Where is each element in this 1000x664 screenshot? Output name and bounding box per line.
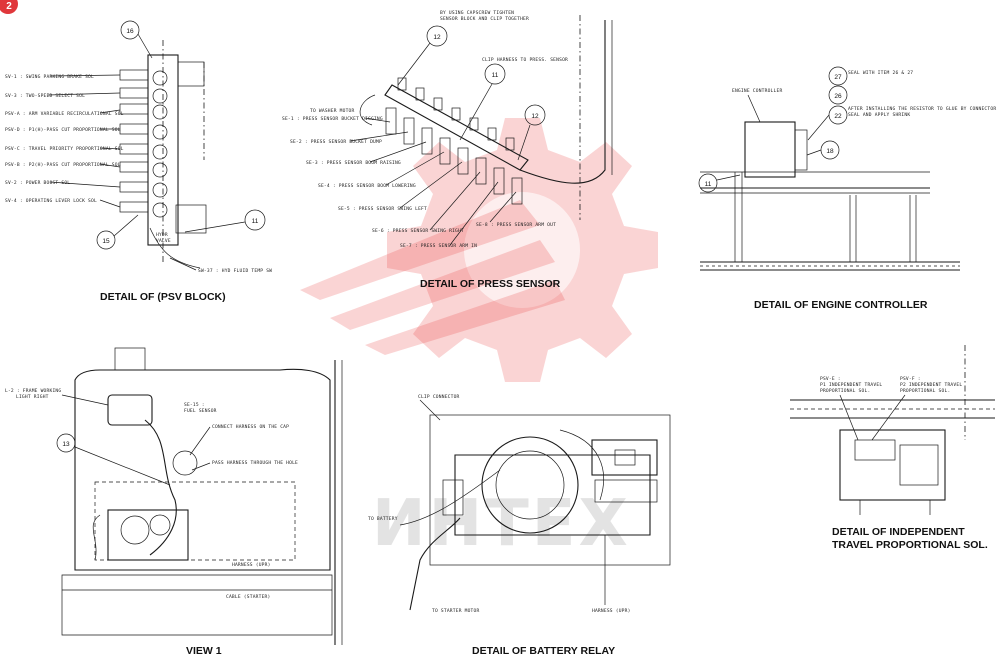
indep-psv-f-label-1: PSV-F :	[900, 376, 921, 382]
engine-after-label-1: AFTER INSTALLING THE RESISTOR TO GLUE BY…	[848, 106, 996, 112]
indep-psv-e-label-3: PROPORTIONAL SOL.	[820, 388, 870, 394]
callout-12: 12	[531, 113, 539, 120]
psv-label: SV-3 : TWO-SPEED SELECT SOL	[5, 93, 85, 99]
callout-16: 16	[126, 28, 134, 35]
engine-controller-label: ENGINE CONTROLLER	[732, 88, 782, 94]
indep-psv-f-label-3: PROPORTIONAL SOL.	[900, 388, 950, 394]
caption-indep-travel-1: DETAIL OF INDEPENDENT	[832, 526, 965, 538]
engine-after-label-2: SEAL AND APPLY SHRINK	[848, 112, 910, 118]
psv-label: PSV-D : P1(H)-PASS CUT PROPORTIONAL SOL	[5, 127, 121, 133]
view1-pass-label: PASS HARNESS THROUGH THE HOLE	[212, 460, 298, 466]
press-label: SE-3 : PRESS SENSOR BOOM RAISING	[306, 160, 401, 166]
battery-to-battery-label: TO BATTERY	[368, 516, 398, 522]
psv-label: SV-2 : POWER BOOST SOL	[5, 180, 70, 186]
psv-label: PSV-B : P2(H)-PASS CUT PROPORTIONAL SOL	[5, 162, 121, 168]
callout-13: 13	[62, 441, 70, 448]
indep-psv-f-label-2: P2 INDEPENDENT TRAVEL	[900, 382, 962, 388]
watermark-text: ИНТЕХ	[372, 487, 631, 561]
press-label: SE-5 : PRESS SENSOR SWING LEFT	[338, 206, 427, 212]
psv-labels: SV-1 : SWING PARKING BRAKE SOL SV-3 : TW…	[5, 74, 124, 204]
psv-label: PSV-A : ARM VARIABLE RECIRCULATIONAL SOL	[5, 111, 124, 117]
view1-labels: L-2 : FRAME WORKING LIGHT RIGHT SE-15 : …	[5, 388, 298, 600]
psv-label: SV-4 : OPERATING LEVER LOCK SOL	[5, 198, 97, 204]
view1-lamp-label-2: LIGHT RIGHT	[16, 394, 49, 400]
psv-valve-label: VALVE	[156, 238, 171, 244]
view1-harness-label: HARNESS (UPR)	[232, 562, 271, 568]
battery-to-starter-label: TO STARTER MOTOR	[432, 608, 479, 614]
press-label: SE-8 : PRESS SENSOR ARM OUT	[476, 222, 556, 228]
press-label: SE-4 : PRESS SENSOR BOOM LOWERING	[318, 183, 416, 189]
callout-11: 11	[252, 218, 259, 225]
press-label: SE-1 : PRESS SENSOR BUCKET DIGGING	[282, 116, 383, 122]
psv-hydr-label: HYDR	[156, 232, 168, 238]
psv-sw37-label: SW-37 : HYD FLUID TEMP SW	[198, 268, 272, 274]
battery-harness-label: HARNESS (UPR)	[592, 608, 631, 614]
callout-18: 18	[826, 148, 834, 155]
engine-controller-detail: ENGINE CONTROLLER SEAL WITH ITEM 26 & 27…	[698, 66, 996, 311]
press-label: SE-6 : PRESS SENSOR SWING RIGHT	[372, 228, 464, 234]
callout-12: 12	[433, 34, 441, 41]
psv-label: SV-1 : SWING PARKING BRAKE SOL	[5, 74, 94, 80]
caption-indep-travel-2: TRAVEL PROPORTIONAL SOL.	[832, 539, 988, 551]
press-label: SE-7 : PRESS SENSOR ARM IN	[400, 243, 477, 249]
psv-label: PSV-C : TRAVEL PRIORITY PROPORTIONAL SOL	[5, 146, 124, 152]
caption-press-sensor: DETAIL OF PRESS SENSOR	[420, 278, 561, 290]
press-sensor-detail: TO WASHER MOTOR SE-1 : PRESS SENSOR BUCK…	[282, 10, 613, 290]
press-note-top2: SENSOR BLOCK AND CLIP TOGETHER	[440, 16, 529, 22]
independent-travel-detail: PSV-E : P1 INDEPENDENT TRAVEL PROPORTION…	[790, 345, 995, 551]
press-label: TO WASHER MOTOR	[310, 108, 355, 114]
caption-psv-block: DETAIL OF (PSV BLOCK)	[100, 291, 226, 303]
view1-lamp-label-1: L-2 : FRAME WORKING	[5, 388, 61, 394]
page-number: 2	[6, 1, 12, 12]
press-label: SE-2 : PRESS SENSOR BUCKET DUMP	[290, 139, 382, 145]
view1-se15-label-2: FUEL SENSOR	[184, 408, 217, 414]
psv-block-detail: SV-1 : SWING PARKING BRAKE SOL SV-3 : TW…	[5, 20, 272, 303]
page-number-badge: 2	[0, 0, 18, 14]
callout-26: 26	[834, 93, 842, 100]
watermark-gear-logo	[300, 118, 658, 382]
indep-psv-e-label-1: PSV-E :	[820, 376, 841, 382]
press-note-top1: BY USING CAPSCREW TIGHTEN	[440, 10, 514, 16]
caption-engine-controller: DETAIL OF ENGINE CONTROLLER	[754, 299, 928, 311]
callout-11: 11	[705, 181, 712, 188]
callout-22: 22	[834, 113, 842, 120]
view1-se15-label-1: SE-15 :	[184, 402, 205, 408]
battery-relay-detail: CLIP CONNECTOR TO BATTERY TO STARTER MOT…	[368, 394, 671, 657]
callout-15: 15	[102, 238, 110, 245]
battery-clip-label: CLIP CONNECTOR	[418, 394, 460, 400]
press-note-clip: CLIP HARNESS TO PRESS. SENSOR	[482, 57, 568, 63]
callout-27: 27	[834, 74, 842, 81]
engine-seal-label: SEAL WITH ITEM 26 & 27	[848, 70, 913, 76]
press-sensor-labels: TO WASHER MOTOR SE-1 : PRESS SENSOR BUCK…	[282, 108, 556, 249]
caption-view1: VIEW 1	[186, 645, 222, 657]
view1-cable-label: CABLE (STARTER)	[226, 594, 271, 600]
callout-11: 11	[492, 72, 499, 79]
view1-detail: L-2 : FRAME WORKING LIGHT RIGHT SE-15 : …	[5, 347, 343, 657]
indep-psv-e-label-2: P1 INDEPENDENT TRAVEL	[820, 382, 882, 388]
caption-battery-relay: DETAIL OF BATTERY RELAY	[472, 645, 615, 657]
view1-connect-label: CONNECT HARNESS ON THE CAP	[212, 424, 289, 430]
